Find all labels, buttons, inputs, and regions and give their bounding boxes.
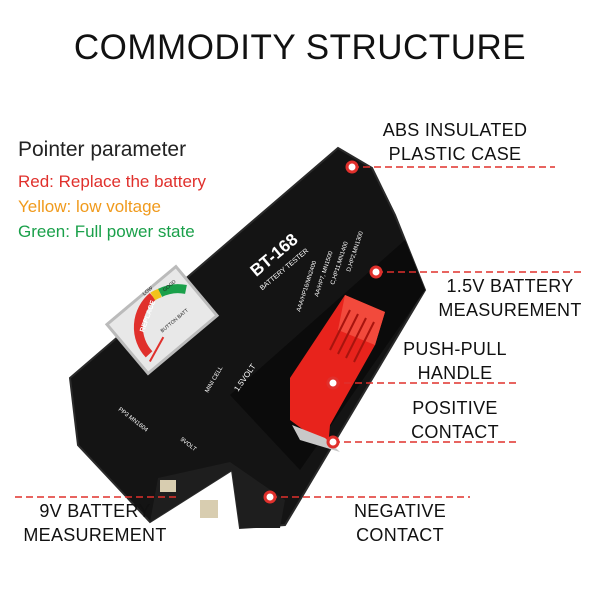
meter-window	[104, 264, 220, 376]
dot-case	[345, 160, 359, 174]
callout-positive-line1: POSITIVE	[412, 398, 498, 418]
dot-negative	[263, 490, 277, 504]
meter-red-arc	[133, 293, 156, 358]
callout-negative-line1: NEGATIVE	[353, 501, 447, 521]
callout-case: ABS INSULATED PLASTIC CASE	[365, 118, 545, 166]
handle-ridges	[329, 309, 375, 363]
callout-lines	[15, 166, 585, 498]
callout-positive: POSITIVE CONTACT	[380, 396, 530, 444]
meter-needle	[148, 336, 165, 363]
dot-15v	[369, 265, 383, 279]
callout-9v-line2: MEASUREMENT	[23, 525, 167, 545]
callout-dots	[263, 160, 383, 504]
meter-yellow-arc	[150, 288, 162, 301]
callout-9v: 9V BATTERY MEASUREMENT	[5, 499, 185, 547]
nine-volt-contact	[200, 500, 218, 518]
nine-volt-contact	[160, 480, 176, 492]
legend-red: Red: Replace the battery	[18, 172, 207, 191]
meter-green-arc	[158, 284, 187, 297]
tester-body	[68, 146, 427, 530]
callout-15v-line2: MEASUREMENT	[438, 300, 582, 320]
callout-9v-line1: 9V BATTERY	[39, 501, 151, 521]
callout-case-line2: PLASTIC CASE	[388, 144, 522, 164]
callout-negative: NEGATIVE CONTACT	[325, 499, 475, 547]
dot-positive	[326, 435, 340, 449]
nine-volt-tab	[150, 462, 285, 528]
callout-15v: 1.5V BATTERY MEASUREMENT	[425, 274, 595, 322]
legend-heading: Pointer parameter	[18, 138, 187, 161]
legend-green: Green: Full power state	[18, 222, 195, 241]
callout-15v-line1: 1.5V BATTERY	[446, 276, 574, 296]
callout-negative-line2: CONTACT	[356, 525, 444, 545]
callout-handle-line2: HANDLE	[417, 363, 493, 383]
page-title: COMMODITY STRUCTURE	[73, 28, 527, 67]
callout-case-line1: ABS INSULATED	[382, 120, 528, 140]
callout-handle: PUSH-PULL HANDLE	[380, 337, 530, 385]
legend-yellow: Yellow: low voltage	[18, 197, 162, 216]
callout-handle-line1: PUSH-PULL	[403, 339, 507, 359]
dot-handle	[326, 376, 340, 390]
callout-positive-line2: CONTACT	[411, 422, 499, 442]
